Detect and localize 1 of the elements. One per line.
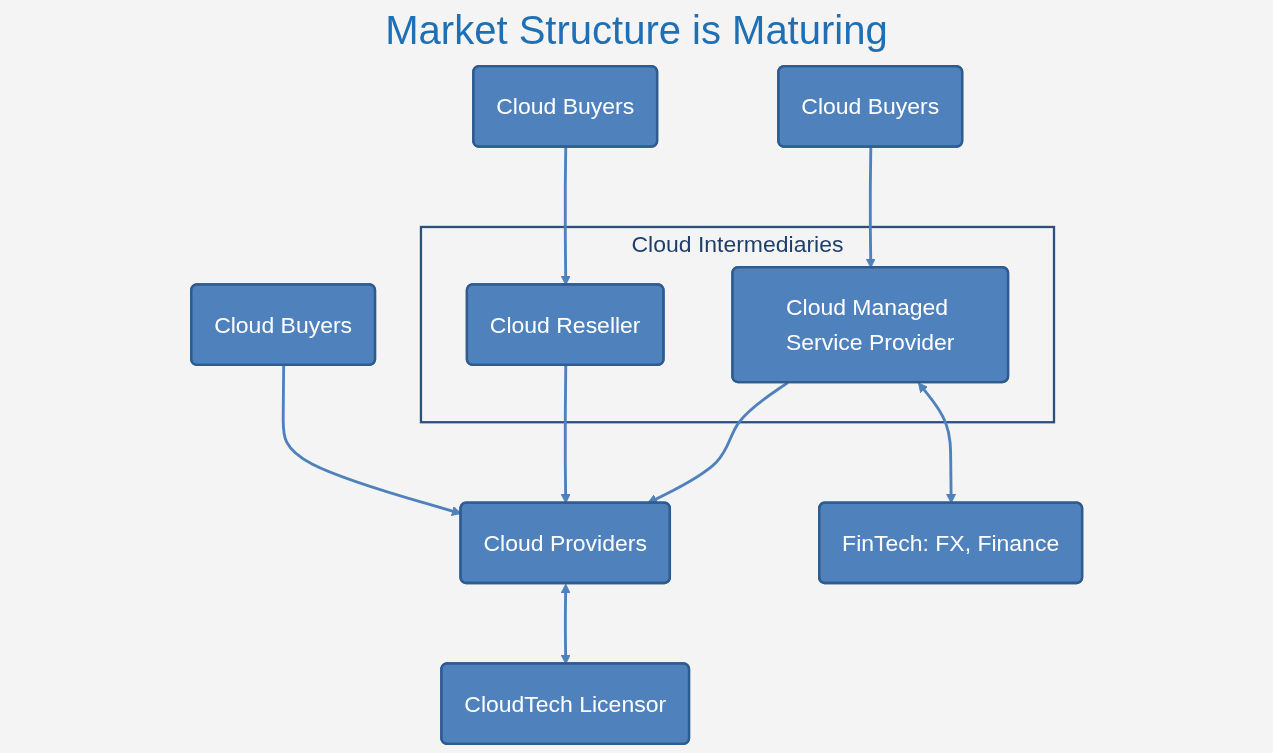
title: Market Structure is Maturing — [385, 8, 888, 53]
